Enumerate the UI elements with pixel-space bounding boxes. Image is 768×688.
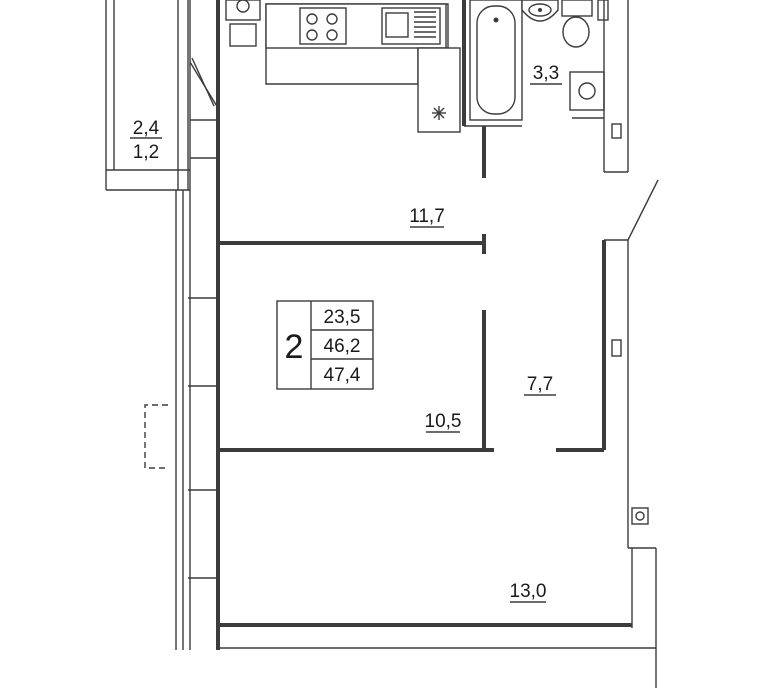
- exterior-wall-left: [175, 0, 220, 650]
- bathroom-area: 3,3: [533, 63, 559, 84]
- ventilation-icon: [432, 106, 446, 120]
- total-area: 46,2: [324, 336, 361, 357]
- balcony-door-swing: [189, 57, 219, 109]
- wall-kitchen-room: [218, 234, 486, 254]
- apartment-summary-box: 2 23,5 46,2 47,4: [276, 300, 374, 390]
- sink-icon: [381, 7, 441, 45]
- balcony-area-full: 2,4: [133, 118, 160, 139]
- wall-room-partition: [218, 310, 604, 452]
- exterior-wall-bottom: [218, 548, 657, 688]
- wall-hall-right: [602, 239, 656, 628]
- washbasin-icon: [521, 0, 559, 22]
- bathtub-icon: [469, 0, 523, 121]
- hall-area: 7,7: [527, 374, 553, 395]
- balcony-area-reduced: 1,2: [133, 142, 159, 163]
- washing-machine-icon: [569, 71, 605, 119]
- bathroom-walls: [462, 0, 629, 178]
- living-area: 23,5: [324, 307, 361, 328]
- toilet-icon: [561, 0, 609, 48]
- radiator: [144, 404, 168, 469]
- rooms-count: 2: [285, 328, 304, 366]
- kitchen-area: 11,7: [409, 206, 445, 227]
- entrance-door-swing: [627, 179, 659, 241]
- stove-icon: [299, 7, 347, 45]
- balcony: [105, 0, 190, 191]
- kitchen-column: [225, 0, 261, 47]
- room-one-area: 10,5: [425, 411, 462, 432]
- room-two-area: 13,0: [510, 581, 547, 602]
- total-area-with-balcony: 47,4: [324, 365, 361, 386]
